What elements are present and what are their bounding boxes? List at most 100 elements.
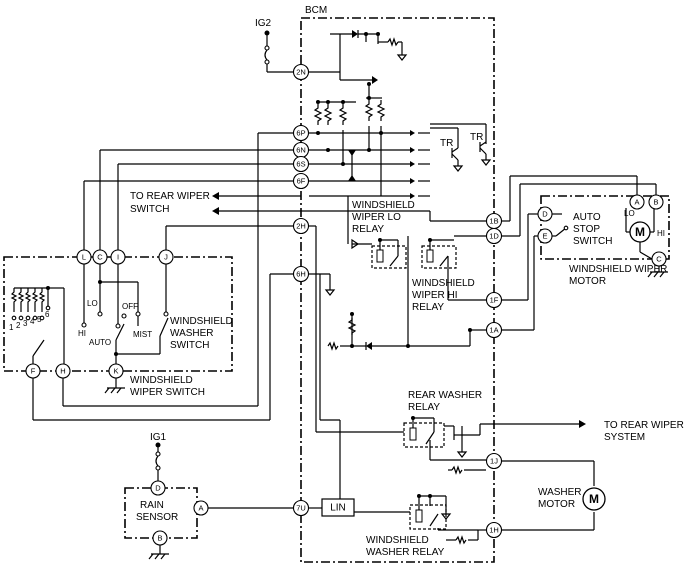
intermittent-resistor-ladder: [10, 286, 65, 364]
svg-text:6H: 6H: [296, 270, 306, 279]
rear-washer-relay-label-1: REAR WASHER: [408, 390, 482, 401]
svg-text:C: C: [656, 255, 662, 264]
wiper-motor-label-2: MOTOR: [569, 276, 606, 287]
lin-label: LIN: [330, 503, 346, 514]
connector-7U: 7U: [292, 499, 310, 517]
connector-2N: 2N: [292, 63, 310, 81]
ig2-label: IG2: [255, 18, 272, 29]
lo-relay-label-3: RELAY: [352, 224, 384, 235]
svg-text:F: F: [31, 367, 36, 376]
ig1-fuse: [155, 442, 161, 482]
hi-relay-label-3: RELAY: [412, 302, 444, 313]
washer-motor-label-2: MOTOR: [538, 499, 575, 510]
svg-text:H: H: [60, 367, 65, 376]
svg-text:6F: 6F: [297, 177, 306, 186]
svg-text:M: M: [635, 225, 645, 239]
svg-text:M: M: [589, 492, 599, 506]
connector-H: H: [55, 363, 71, 379]
svg-text:D: D: [542, 210, 548, 219]
motor-hi-label: HI: [657, 229, 665, 238]
rain-sensor-label-1: RAIN: [140, 500, 164, 511]
switch-auto-label: AUTO: [89, 338, 111, 347]
transistor-2: [430, 123, 492, 166]
int-label-3: 3: [23, 319, 28, 328]
lo-relay-label-2: WIPER LO: [352, 212, 401, 223]
washer-switch-label-2: WASHER: [170, 328, 214, 339]
rear-washer-relay-label-2: RELAY: [408, 402, 440, 413]
svg-text:2H: 2H: [296, 222, 306, 231]
connector-1J: 1J: [485, 452, 503, 470]
transistor-1: [430, 127, 464, 172]
connector-1F: 1F: [485, 291, 503, 309]
svg-text:A: A: [198, 504, 203, 513]
svg-text:J: J: [164, 253, 168, 262]
lo-relay-label-1: WINDSHIELD: [352, 200, 415, 211]
connector-6P: 6P: [292, 124, 310, 142]
connector-L: L: [76, 249, 92, 265]
ig1-label: IG1: [150, 432, 167, 443]
tr-label-2: TR: [470, 132, 483, 143]
auto-stop-label-1: AUTO: [573, 212, 601, 223]
svg-text:6S: 6S: [296, 160, 305, 169]
connector-1A: 1A: [485, 321, 503, 339]
hi-relay: [421, 235, 486, 269]
connector-I: I: [110, 249, 126, 265]
int-label-1: 1: [9, 323, 14, 332]
rear-wiper-switch-label-2: SWITCH: [130, 204, 169, 215]
switch-lo-label: LO: [87, 299, 98, 308]
svg-text:1B: 1B: [489, 217, 498, 226]
wiper-switch-label-2: WIPER SWITCH: [130, 387, 205, 398]
connector-motor-B: B: [648, 194, 664, 210]
connector-rain-B: B: [152, 530, 168, 546]
rear-washer-relay: [403, 416, 486, 461]
connector-motor-A: A: [629, 194, 645, 210]
connector-6F: 6F: [292, 172, 310, 190]
connector-1B: 1B: [485, 212, 503, 230]
rear-wiper-system-label-1: TO REAR WIPER: [604, 420, 684, 431]
svg-text:I: I: [117, 253, 119, 262]
switch-off-label: OFF: [122, 302, 138, 311]
rear-wiper-system-label-2: SYSTEM: [604, 432, 645, 443]
auto-stop-label-3: SWITCH: [573, 236, 612, 247]
connector-rain-D: D: [150, 480, 166, 496]
rear-wiper-switch-label-1: TO REAR WIPER: [130, 191, 210, 202]
connector-motor-E: E: [537, 228, 553, 244]
connector-motor-C: C: [651, 251, 667, 267]
washer-motor-label-1: WASHER: [538, 487, 582, 498]
svg-text:E: E: [542, 232, 547, 241]
svg-text:7U: 7U: [296, 504, 306, 513]
connector-J: J: [158, 249, 174, 265]
washer-switch-label-3: SWITCH: [170, 340, 209, 351]
lin-bus-box: LIN: [321, 498, 355, 517]
connector-K: K: [108, 363, 124, 379]
wiper-motor-label-1: WINDSHIELD WIPER: [569, 264, 667, 275]
int-label-4: 4: [30, 317, 35, 326]
connector-1H: 1H: [485, 521, 503, 539]
int-label-2: 2: [16, 321, 21, 330]
motor-lo-label: LO: [624, 209, 635, 218]
svg-text:1D: 1D: [489, 232, 499, 241]
connector-1D: 1D: [485, 227, 503, 245]
bcm-label: BCM: [305, 5, 327, 16]
connector-F: F: [25, 363, 41, 379]
svg-text:C: C: [97, 253, 103, 262]
svg-text:L: L: [82, 253, 86, 262]
washer-relay-label-2: WASHER RELAY: [366, 547, 445, 558]
connector-rain-A: A: [193, 500, 209, 516]
connector-motor-D: D: [537, 206, 553, 222]
ig2-fuse: [264, 30, 293, 73]
washer-switch-label-1: WINDSHIELD: [170, 316, 233, 327]
int-label-6: 6: [45, 310, 50, 319]
auto-stop-label-2: STOP: [573, 224, 600, 235]
svg-text:D: D: [155, 484, 161, 493]
svg-text:1F: 1F: [490, 296, 499, 305]
hi-relay-label-1: WINDSHIELD: [412, 278, 475, 289]
wiper-switch-label-1: WINDSHIELD: [130, 375, 193, 386]
switch-hi-label: HI: [78, 329, 86, 338]
lo-relay: [351, 238, 407, 269]
svg-text:2N: 2N: [296, 68, 306, 77]
rain-sensor-label-2: SENSOR: [136, 512, 178, 523]
svg-text:1J: 1J: [490, 457, 498, 466]
svg-text:1A: 1A: [489, 326, 498, 335]
